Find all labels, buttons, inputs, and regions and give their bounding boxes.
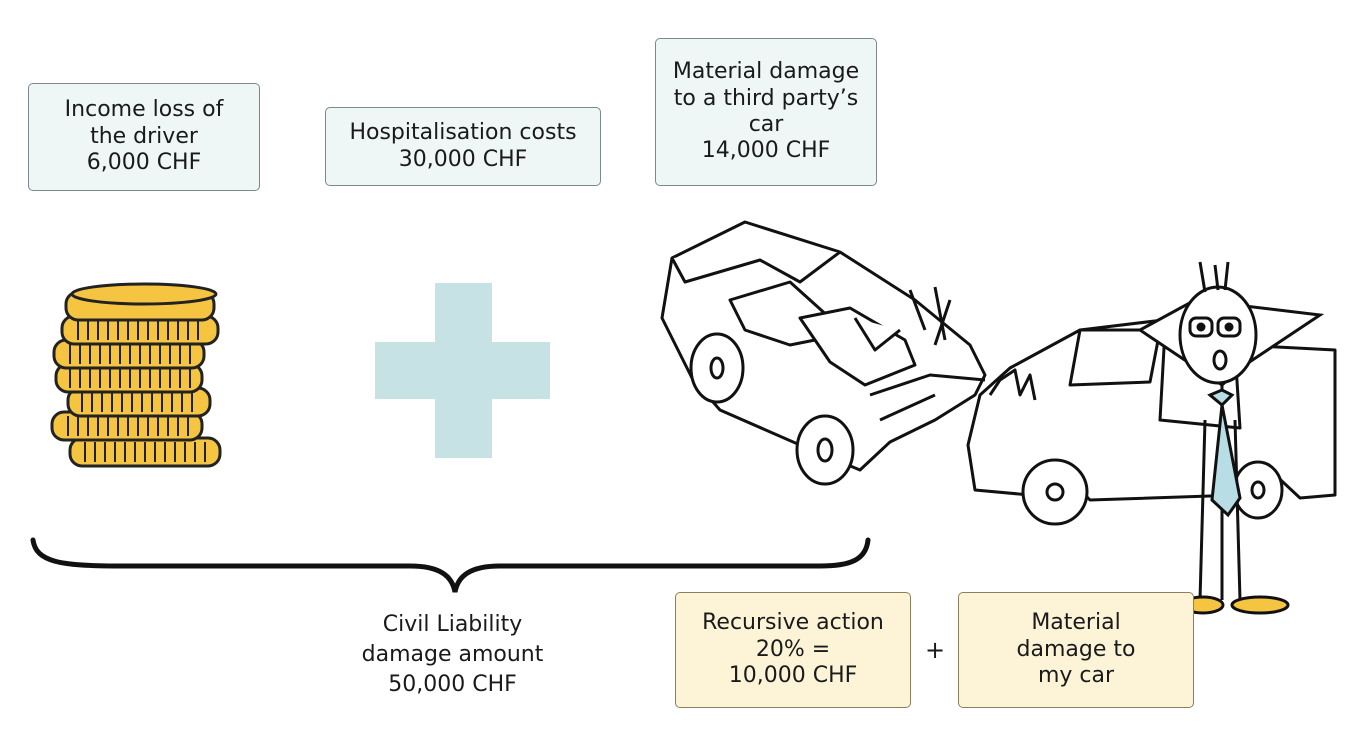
income-loss-amount: 6,000 CHF xyxy=(86,150,202,176)
hospitalisation-amount: 30,000 CHF xyxy=(398,146,528,172)
material-my-car-line3: my car xyxy=(1037,663,1115,689)
hospitalisation-line1: Hospitalisation costs xyxy=(349,120,577,146)
income-loss-line2: the driver xyxy=(90,123,198,149)
curly-brace-icon xyxy=(30,537,871,593)
hospitalisation-box: Hospitalisation costs 30,000 CHF xyxy=(325,107,601,186)
total-line2: damage amount xyxy=(361,641,544,667)
recursive-action-box: Recursive action 20% = 10,000 CHF xyxy=(675,592,911,708)
material-my-car-line2: damage to xyxy=(1016,636,1136,662)
medical-cross-icon xyxy=(375,283,550,458)
civil-liability-total: Civil Liability damage amount 50,000 CHF xyxy=(330,610,575,700)
material-third-party-line2: to a third party’s xyxy=(673,85,859,111)
plus-operator: + xyxy=(925,636,946,664)
material-third-party-box: Material damage to a third party’s car 1… xyxy=(655,38,877,186)
material-third-party-line3: car xyxy=(748,112,784,137)
material-third-party-line1: Material damage xyxy=(672,59,860,85)
total-line1: Civil Liability xyxy=(382,612,523,637)
recursive-action-line1: Recursive action xyxy=(702,610,884,636)
income-loss-box: Income loss of the driver 6,000 CHF xyxy=(28,83,260,191)
total-amount: 50,000 CHF xyxy=(388,671,517,697)
material-third-party-amount: 14,000 CHF xyxy=(701,138,831,164)
recursive-action-amount: 10,000 CHF xyxy=(728,663,858,689)
recursive-action-line2: 20% = xyxy=(755,636,831,662)
material-my-car-box: Material damage to my car xyxy=(958,592,1194,708)
coin-stack-icon xyxy=(50,282,222,468)
income-loss-line1: Income loss of xyxy=(64,97,224,123)
material-my-car-line1: Material xyxy=(1031,610,1121,636)
